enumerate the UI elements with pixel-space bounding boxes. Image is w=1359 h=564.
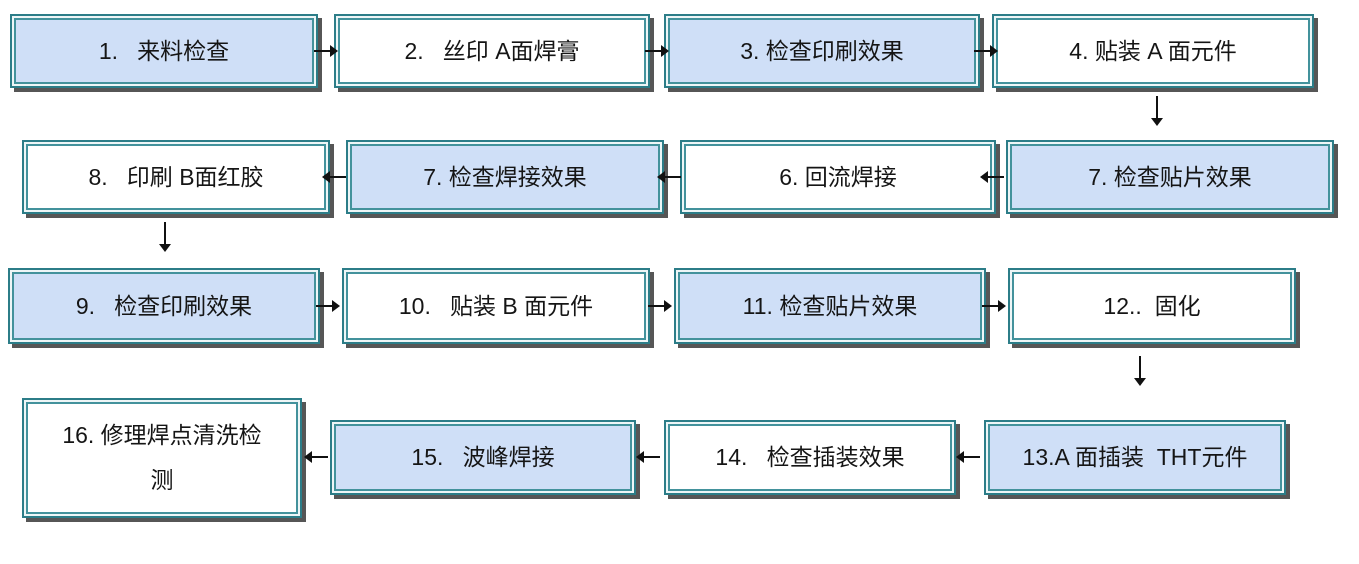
flow-node-2: 2. 丝印 A面焊膏 — [334, 14, 650, 88]
flow-node-1: 1. 来料检查 — [10, 14, 318, 88]
flow-node-7a: 7. 检查贴片效果 — [1006, 140, 1334, 214]
flow-node-15-label: 15. 波峰焊接 — [411, 444, 555, 471]
arrow-shaft — [314, 50, 330, 52]
arrow-head — [998, 300, 1006, 312]
flow-node-7a-label: 7. 检查贴片效果 — [1088, 163, 1252, 190]
flow-node-7b-label: 7. 检查焊接效果 — [423, 163, 587, 190]
flow-node-9: 9. 检查印刷效果 — [8, 268, 320, 344]
arrow-head — [980, 171, 988, 183]
flow-node-6-label: 6. 回流焊接 — [779, 163, 897, 190]
arrow-head — [322, 171, 330, 183]
arrow-head — [636, 451, 644, 463]
flow-node-16: 16. 修理焊点清洗检 测 — [22, 398, 302, 518]
flow-node-13-label: 13.A 面插装 THT元件 — [1022, 444, 1248, 471]
arrow-shaft — [164, 222, 166, 244]
flow-node-1-label: 1. 来料检查 — [98, 37, 230, 64]
arrow-head — [1151, 118, 1163, 126]
arrow-head — [657, 171, 665, 183]
arrow-left-icon — [657, 171, 681, 183]
flow-node-11-label: 11. 检查贴片效果 — [742, 292, 918, 319]
arrow-down-icon — [1151, 96, 1163, 126]
flow-node-10-label: 10. 贴装 B 面元件 — [398, 292, 594, 319]
flow-node-2-label: 2. 丝印 A面焊膏 — [404, 37, 580, 64]
arrow-head — [661, 45, 669, 57]
arrow-head — [304, 451, 312, 463]
flow-node-12-label: 12.. 固化 — [1103, 292, 1201, 319]
arrow-left-icon — [980, 171, 1004, 183]
arrow-shaft — [648, 305, 664, 307]
arrow-head — [956, 451, 964, 463]
flow-node-9-label: 9. 检查印刷效果 — [75, 292, 253, 319]
flow-node-3-label: 3. 检查印刷效果 — [740, 37, 904, 64]
arrow-head — [330, 45, 338, 57]
flow-node-14-label: 14. 检查插装效果 — [715, 444, 905, 471]
arrow-shaft — [982, 305, 998, 307]
arrow-left-icon — [636, 451, 660, 463]
arrow-shaft — [964, 456, 980, 458]
arrow-shaft — [330, 176, 346, 178]
arrow-shaft — [312, 456, 328, 458]
flow-node-8: 8. 印刷 B面红胶 — [22, 140, 330, 214]
arrow-shaft — [1156, 96, 1158, 118]
arrow-head — [159, 244, 171, 252]
arrow-shaft — [988, 176, 1004, 178]
arrow-left-icon — [956, 451, 980, 463]
flow-node-15: 15. 波峰焊接 — [330, 420, 636, 495]
flow-node-11: 11. 检查贴片效果 — [674, 268, 986, 344]
arrow-left-icon — [304, 451, 328, 463]
arrow-head — [332, 300, 340, 312]
flow-node-12: 12.. 固化 — [1008, 268, 1296, 344]
arrow-shaft — [645, 50, 661, 52]
arrow-down-icon — [159, 222, 171, 252]
arrow-left-icon — [322, 171, 346, 183]
flow-node-14: 14. 检查插装效果 — [664, 420, 956, 495]
flow-node-4: 4. 贴装 A 面元件 — [992, 14, 1314, 88]
flow-node-10: 10. 贴装 B 面元件 — [342, 268, 650, 344]
flow-node-13: 13.A 面插装 THT元件 — [984, 420, 1286, 495]
arrow-right-icon — [982, 300, 1006, 312]
flow-node-7b: 7. 检查焊接效果 — [346, 140, 664, 214]
arrow-shaft — [316, 305, 332, 307]
flow-node-8-label: 8. 印刷 B面红胶 — [88, 163, 264, 190]
arrow-right-icon — [314, 45, 338, 57]
flow-node-3: 3. 检查印刷效果 — [664, 14, 980, 88]
flow-node-16-label: 16. 修理焊点清洗检 测 — [62, 422, 262, 493]
arrow-head — [990, 45, 998, 57]
arrow-right-icon — [316, 300, 340, 312]
arrow-right-icon — [645, 45, 669, 57]
arrow-shaft — [1139, 356, 1141, 378]
arrow-right-icon — [974, 45, 998, 57]
arrow-right-icon — [648, 300, 672, 312]
flow-node-6: 6. 回流焊接 — [680, 140, 996, 214]
arrow-shaft — [974, 50, 990, 52]
arrow-down-icon — [1134, 356, 1146, 386]
arrow-head — [1134, 378, 1146, 386]
flow-node-4-label: 4. 贴装 A 面元件 — [1069, 37, 1237, 64]
arrow-shaft — [665, 176, 681, 178]
arrow-shaft — [644, 456, 660, 458]
arrow-head — [664, 300, 672, 312]
